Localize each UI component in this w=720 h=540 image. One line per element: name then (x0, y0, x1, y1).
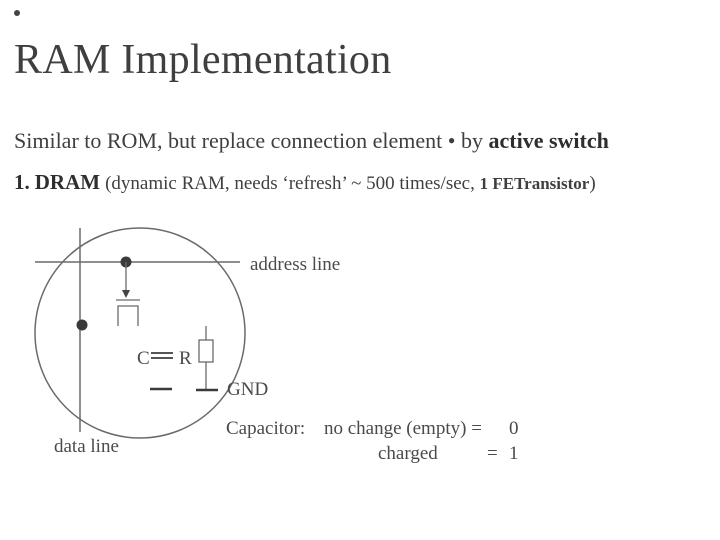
intro-emphasis: active switch (488, 128, 609, 153)
data-line-label: data line (54, 436, 119, 457)
transistor-channel (117, 305, 139, 326)
item-desc: (dynamic RAM, needs ‘refresh’ ~ 500 time… (105, 173, 480, 194)
value-charged: 1 (509, 443, 519, 464)
intro-line: Similar to ROM, but replace connection e… (14, 128, 609, 154)
item-name: DRAM (34, 170, 101, 194)
address-line-label: address line (250, 254, 341, 275)
item-transistor: 1 FETransistor (479, 174, 590, 193)
value-empty: 0 (509, 418, 519, 439)
intro-text: Similar to ROM, but replace connection e… (14, 128, 443, 153)
gnd-label: GND (227, 379, 269, 400)
cell-circle (34, 227, 246, 439)
data-junction-dot (76, 319, 88, 331)
resistor-r-label: R (179, 348, 192, 369)
capacitor-c-label: C (137, 348, 150, 369)
intro-by: by (460, 128, 483, 153)
item-number: 1. (14, 170, 30, 194)
resistor-icon (198, 339, 214, 363)
gate-arrow-icon (122, 290, 130, 298)
dram-line: 1. DRAM (dynamic RAM, needs ‘refresh’ ~ … (14, 170, 596, 195)
bullet-dot-icon (14, 10, 20, 16)
item-close: ) (589, 173, 596, 194)
eq-charged: = (487, 443, 498, 464)
page-title: RAM Implementation (14, 37, 392, 83)
state-charged: charged (378, 443, 438, 464)
state-empty: no change (empty) = (324, 418, 482, 439)
connection-dot-icon: • (447, 128, 456, 153)
capacitor-heading: Capacitor: (226, 418, 306, 439)
